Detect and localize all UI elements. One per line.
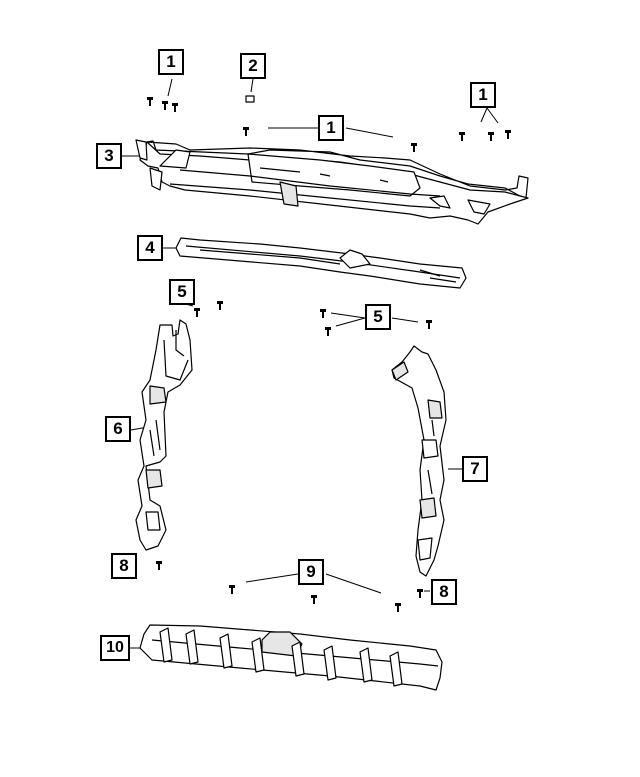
fasteners <box>147 95 511 612</box>
upper-support-assembly <box>135 139 529 225</box>
bolt <box>411 143 417 152</box>
callout-6: 6 <box>105 416 131 442</box>
lower-seal-ribs <box>159 627 403 687</box>
callout-5-left: 5 <box>169 279 195 305</box>
callout-1-top-right: 1 <box>470 82 496 108</box>
seal-strip <box>175 237 467 289</box>
push-pin <box>217 301 223 310</box>
callout-8-left: 8 <box>111 553 137 579</box>
nut <box>245 95 255 103</box>
callout-9: 9 <box>298 559 324 585</box>
left-air-deflector <box>135 319 193 551</box>
right-air-deflector <box>391 345 447 577</box>
bolt <box>488 132 494 141</box>
push-pin <box>320 309 326 318</box>
bolt <box>459 132 465 141</box>
push-pin <box>194 308 200 317</box>
callout-10: 10 <box>100 635 130 661</box>
callout-2: 2 <box>240 53 266 79</box>
push-pin <box>417 589 423 598</box>
callout-8-right: 8 <box>431 579 457 605</box>
callout-4: 4 <box>137 235 163 261</box>
bolt <box>172 103 178 112</box>
push-pin <box>395 603 401 612</box>
bolt <box>243 127 249 136</box>
callout-7: 7 <box>462 456 488 482</box>
leader-lines <box>122 78 499 649</box>
bolt <box>162 101 168 110</box>
bolt <box>147 97 153 106</box>
push-pin <box>156 561 162 570</box>
push-pin <box>325 327 331 336</box>
callout-1-center: 1 <box>318 115 344 141</box>
callout-5-right: 5 <box>365 304 391 330</box>
push-pin <box>229 585 235 594</box>
push-pin <box>426 320 432 329</box>
bolt <box>505 130 511 139</box>
callout-3: 3 <box>96 143 122 169</box>
push-pin <box>311 595 317 604</box>
callout-1-top-left: 1 <box>158 49 184 75</box>
